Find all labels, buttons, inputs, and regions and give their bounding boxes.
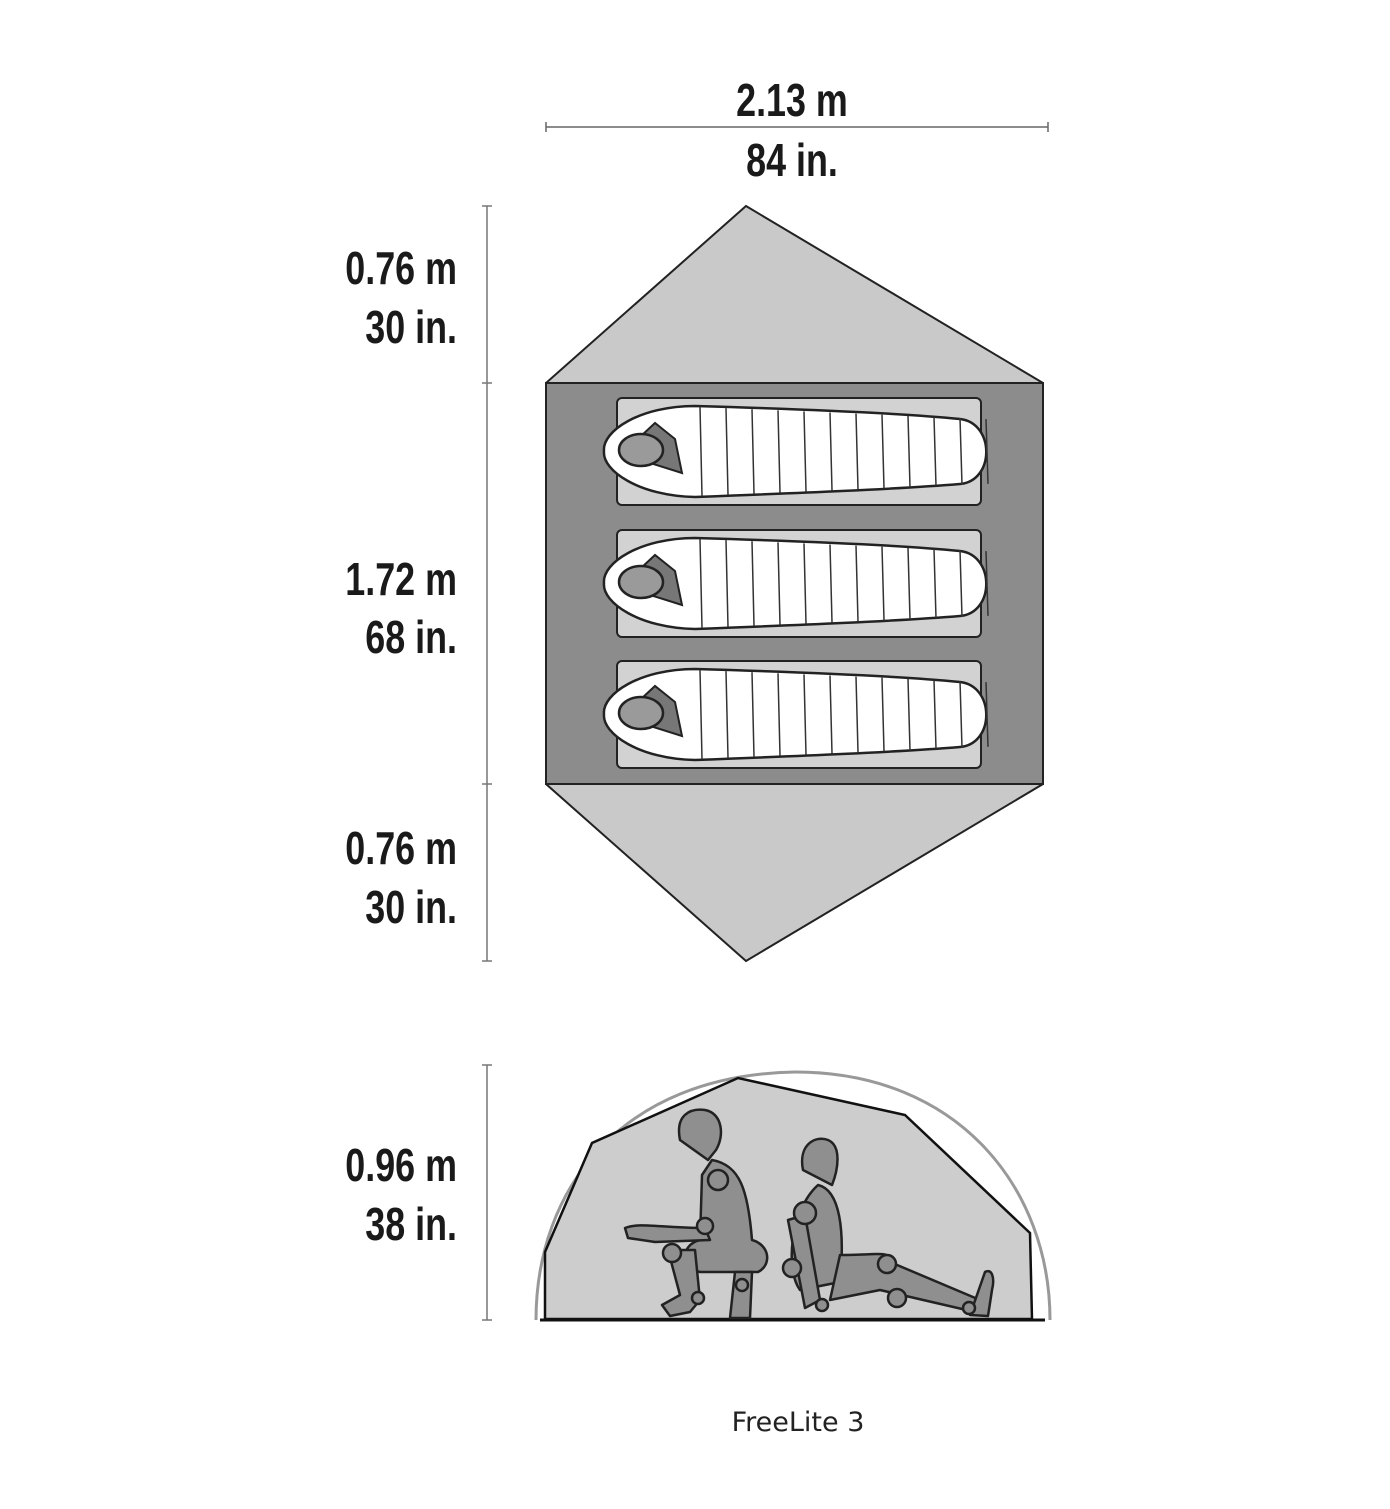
bag-baffle: [933, 548, 937, 619]
bag-baffle: [881, 414, 885, 489]
tent-floor-plan: [545, 204, 1044, 963]
sleeping-bag: [602, 536, 988, 631]
bag-baffle: [829, 544, 833, 623]
height-metric: 0.96 m: [345, 1140, 457, 1191]
sitting-figure: [781, 1137, 995, 1318]
bag-baffle: [985, 419, 989, 484]
bag-baffle: [985, 551, 989, 616]
floor-length-imperial: 68 in.: [365, 612, 457, 663]
bag-baffle: [725, 540, 729, 627]
bag-baffle: [933, 679, 937, 750]
bag-baffle: [959, 680, 963, 749]
bag-baffle: [751, 409, 755, 494]
bag-baffle: [959, 549, 963, 618]
head-icon: [617, 432, 665, 468]
bag-baffle: [959, 417, 963, 486]
bag-baffle: [855, 413, 859, 490]
rear-vestibule-imperial: 30 in.: [365, 882, 457, 933]
bag-baffle: [803, 411, 807, 492]
bag-baffle: [725, 671, 729, 758]
bag-baffle: [725, 408, 729, 495]
head: [677, 1108, 723, 1162]
height-imperial: 38 in.: [365, 1199, 457, 1250]
bag-baffle: [907, 678, 911, 751]
rear-vestibule-metric: 0.76 m: [345, 823, 457, 874]
width-dimension: 2.13 m 84 in.: [545, 75, 1049, 186]
bag-baffle: [699, 406, 703, 497]
front-vestibule-imperial: 30 in.: [365, 302, 457, 353]
bag-baffle: [881, 677, 885, 752]
bag-baffle: [803, 543, 807, 624]
sleeping-bag: [602, 667, 988, 762]
bag-baffle: [803, 674, 807, 755]
bag-baffle: [933, 416, 937, 487]
bag-baffle: [829, 675, 833, 754]
bag-baffle: [699, 538, 703, 629]
bag-baffle: [855, 676, 859, 753]
bag-baffle: [777, 673, 781, 756]
bag-baffle: [985, 682, 989, 747]
bag-baffle: [907, 547, 911, 620]
head-icon: [617, 564, 665, 600]
head: [800, 1137, 839, 1187]
floor-length-metric: 1.72 m: [345, 554, 457, 605]
bag-baffle: [699, 669, 703, 760]
bag-baffle: [751, 541, 755, 626]
bag-baffle: [777, 410, 781, 493]
crouching-figure: [623, 1108, 769, 1320]
bag-baffle: [777, 542, 781, 625]
tent-body-profile: [543, 1076, 1034, 1321]
bag-baffle: [829, 412, 833, 491]
bag-baffle: [855, 545, 859, 622]
rainfly-outline: [534, 1070, 1052, 1321]
width-metric-label: 2.13 m: [736, 75, 848, 126]
product-caption: FreeLite 3: [732, 1407, 865, 1438]
front-vestibule-metric: 0.76 m: [345, 243, 457, 294]
length-dimension: 0.76 m 30 in. 1.72 m 68 in. 0.76 m 30 in…: [345, 205, 492, 1321]
bag-baffle: [751, 672, 755, 757]
tent-side-profile: [534, 1070, 1052, 1322]
width-imperial-label: 84 in.: [746, 135, 838, 186]
bag-baffle: [881, 546, 885, 621]
sleeping-bag: [602, 404, 988, 499]
bag-baffle: [907, 415, 911, 488]
head-icon: [617, 695, 665, 731]
